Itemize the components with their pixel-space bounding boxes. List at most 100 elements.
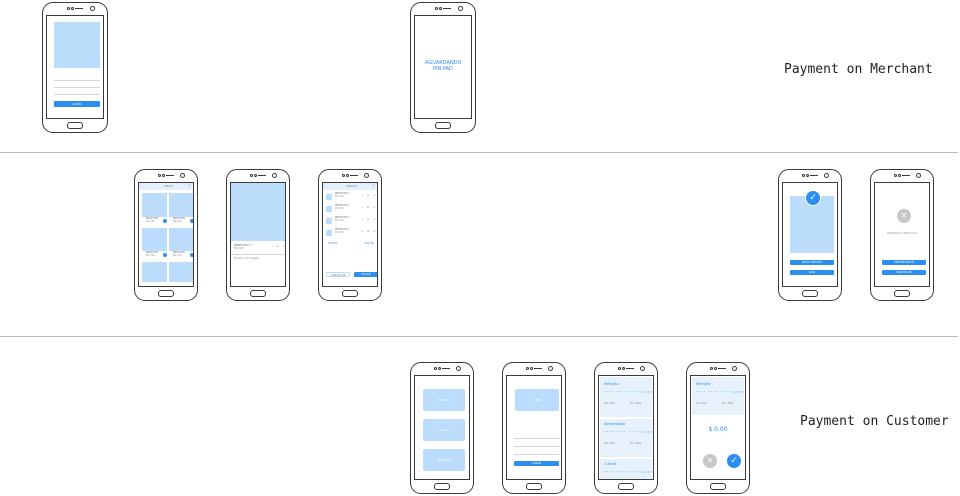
- cart-item-3[interactable]: PRODUTO 3 R$ 5,00 − 1 +: [323, 216, 377, 228]
- approve-icon[interactable]: ✓: [727, 454, 741, 468]
- card-item-2[interactable]: Alimentação **** **** **** 4287 John Doe…: [600, 419, 652, 457]
- phone-screen: Refeição **** **** **** 4287 John Doe 05…: [598, 375, 654, 480]
- close-icon: ✕: [897, 209, 911, 223]
- cart-item-thumb: [326, 218, 332, 224]
- cart-item-name: PRODUTO 3: [335, 216, 350, 219]
- minus-icon[interactable]: −: [361, 205, 364, 209]
- failure-message: OPERAÇÃO NEGADA: [886, 231, 918, 235]
- extra-field[interactable]: [514, 454, 559, 455]
- minus-icon[interactable]: −: [361, 193, 364, 197]
- cart-item-1[interactable]: PRODUTO 1 R$ 5,00 − 1 +: [323, 192, 377, 204]
- detail-quantity: 1: [277, 244, 279, 248]
- cart-icon[interactable]: ☰: [188, 184, 191, 188]
- login-button[interactable]: LOGIN: [514, 461, 559, 466]
- home-button: [434, 483, 450, 490]
- card-number: **** **** **** 4287: [696, 391, 746, 394]
- product-image-3[interactable]: [142, 228, 167, 251]
- check-icon: ✓: [805, 190, 821, 206]
- camera-icon: [180, 173, 185, 178]
- phone-screen: CUBO LOGIN: [506, 375, 562, 480]
- username-field[interactable]: [514, 438, 559, 439]
- plus-icon[interactable]: +: [373, 205, 376, 209]
- password-field[interactable]: [514, 446, 559, 447]
- card-item-3[interactable]: Cultura **** **** **** 4287: [600, 459, 654, 479]
- card-item-1[interactable]: Refeição **** **** **** 4287 John Doe 05…: [600, 377, 652, 417]
- speaker-icon: [67, 7, 83, 10]
- add-icon[interactable]: [190, 253, 193, 257]
- row-divider-bottom: [0, 336, 958, 337]
- cart-item-name: PRODUTO 2: [335, 204, 350, 207]
- phone-screen: ‹ MENU ☰ PRODUTO R$ 5,00 PRODUTO R$ 5,00…: [138, 182, 194, 287]
- product-image-1[interactable]: [142, 193, 167, 217]
- card-name: Alimentação: [604, 422, 626, 426]
- product-card-4[interactable]: PRODUTO R$ 5,00: [169, 251, 193, 260]
- exit-button[interactable]: SAIR: [790, 270, 834, 275]
- phone-screen: AGUARDANDO PIN PAD: [414, 15, 472, 119]
- search-tile[interactable]: BUSCAR: [423, 389, 465, 411]
- product-image-5[interactable]: [142, 262, 167, 282]
- phone-screen: ✕ OPERAÇÃO NEGADA TENTAR NOVO CANCELAR: [874, 182, 930, 287]
- product-card-2[interactable]: PRODUTO R$ 5,00: [169, 217, 193, 226]
- home-button: [67, 122, 83, 129]
- add-icon[interactable]: [163, 219, 167, 223]
- cart-item-thumb: [326, 194, 332, 200]
- top-bar: ‹ MENU ☰: [139, 183, 193, 190]
- product-image-6[interactable]: [169, 262, 193, 282]
- product-price: R$ 5,00: [146, 220, 155, 223]
- password-field[interactable]: [54, 87, 100, 88]
- pay-tile[interactable]: PAGAR: [423, 419, 465, 441]
- card-holder: John Doe: [696, 402, 707, 405]
- speaker-icon: [158, 174, 174, 177]
- edit-icon[interactable]: ☰: [372, 184, 375, 188]
- cards-tile[interactable]: CARTOES: [423, 449, 465, 471]
- card-number: **** **** **** 4287: [604, 471, 654, 474]
- phone-screen: BUSCAR PAGAR CARTOES: [414, 375, 470, 480]
- cancel-order-button[interactable]: CANCELAR: [882, 270, 926, 275]
- minus-icon[interactable]: −: [271, 244, 274, 248]
- card-name: Refeição: [696, 382, 711, 386]
- product-detail-image: ‹: [231, 183, 285, 241]
- login-button[interactable]: LOGIN: [54, 101, 100, 107]
- reject-icon[interactable]: ✕: [703, 454, 717, 468]
- back-icon[interactable]: ‹: [325, 184, 327, 188]
- product-card-1[interactable]: PRODUTO R$ 5,00: [142, 217, 167, 226]
- plus-icon[interactable]: +: [373, 193, 376, 197]
- new-order-button[interactable]: NOVO PEDIDO: [790, 260, 834, 265]
- back-icon[interactable]: ‹: [141, 184, 143, 188]
- add-icon[interactable]: [163, 253, 167, 257]
- back-icon[interactable]: ‹: [233, 184, 235, 188]
- minus-icon[interactable]: −: [361, 217, 364, 221]
- product-card-3[interactable]: PRODUTO R$ 5,00: [142, 251, 167, 260]
- product-name: PRODUTO: [173, 217, 185, 220]
- speaker-icon: [894, 174, 910, 177]
- minus-icon[interactable]: −: [361, 229, 364, 233]
- username-field[interactable]: [54, 80, 100, 81]
- home-button: [435, 122, 451, 129]
- extra-field[interactable]: [54, 94, 100, 95]
- cart-item-2[interactable]: PRODUTO 2 R$ 5,00 − 2 +: [323, 204, 377, 216]
- payment-amount: $ 0.00: [708, 426, 728, 433]
- camera-icon: [272, 173, 277, 178]
- product-image-4[interactable]: [169, 228, 193, 251]
- camera-icon: [456, 366, 461, 371]
- pay-button[interactable]: PAGAR: [354, 272, 377, 277]
- product-price: R$ 5,00: [173, 220, 182, 223]
- cart-item-price: R$ 5,00: [335, 207, 344, 210]
- speaker-icon: [618, 367, 634, 370]
- card-number: **** **** **** 4287: [604, 391, 654, 394]
- waiting-pin-pad-text: AGUARDANDO PIN PAD: [425, 60, 462, 72]
- cart-item-4[interactable]: PRODUTO 4 R$ 5,00 − 3 +: [323, 228, 377, 240]
- label-payment-on-merchant: Payment on Merchant: [784, 62, 933, 77]
- home-button: [526, 483, 542, 490]
- product-image-2[interactable]: [169, 193, 193, 217]
- add-icon[interactable]: [190, 219, 193, 223]
- cart-item-qty: 2: [367, 205, 369, 209]
- camera-icon: [548, 366, 553, 371]
- retry-button[interactable]: TENTAR NOVO: [882, 260, 926, 265]
- plus-icon[interactable]: +: [282, 244, 285, 248]
- logo-placeholder: [54, 22, 100, 68]
- plus-icon[interactable]: +: [373, 229, 376, 233]
- cancel-button[interactable]: CANCELAR: [326, 272, 350, 277]
- camera-icon: [90, 6, 95, 11]
- plus-icon[interactable]: +: [373, 217, 376, 221]
